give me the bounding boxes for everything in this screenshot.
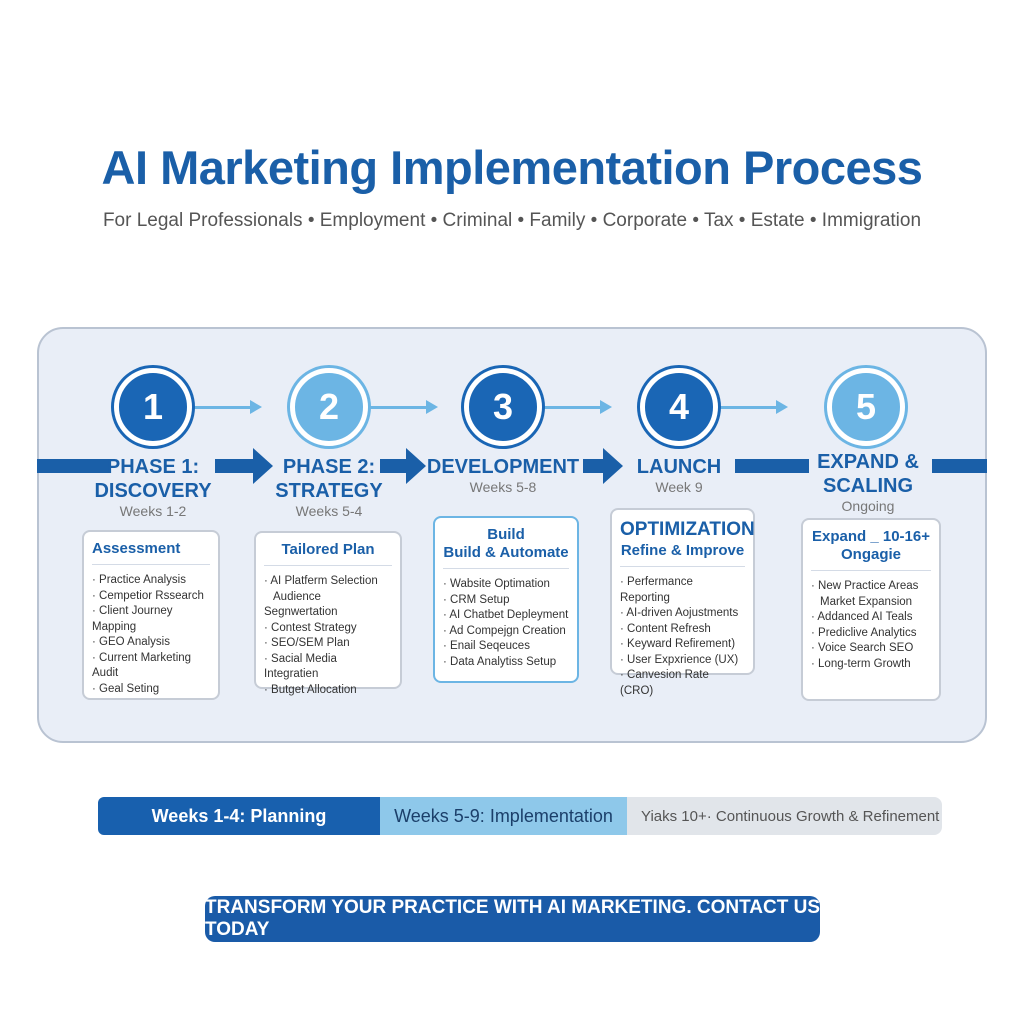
phase-weeks: Weeks 5-4 <box>295 503 363 519</box>
list-item: SEO/SEM Plan <box>264 636 392 652</box>
list-item: Data Analytiss Setup <box>443 655 569 671</box>
phase-5-number: 5 <box>827 368 905 446</box>
phase-title: DISCOVERY <box>94 480 212 502</box>
list-item: Long-term Growth <box>811 657 931 673</box>
list-item: Client Journey Mapping <box>92 604 210 635</box>
phase-title: STRATEGY <box>275 480 383 502</box>
list-item: Practice Analysis <box>92 573 210 589</box>
subtitle: For Legal Professionals • Employment • C… <box>102 210 922 231</box>
card-subtitle: Refine & Improve <box>620 542 745 559</box>
page-title: AI Marketing Implementation Process <box>101 141 923 194</box>
phase-5-card: Expand _ 10-16+Ongagie New Practice Area… <box>801 518 941 701</box>
card-subtitle: Build & Automate <box>443 544 569 561</box>
list-item: New Practice Areas <box>811 579 931 595</box>
card-title: Tailored Plan <box>264 541 392 566</box>
list-item: Keyward Refirement) <box>620 637 745 653</box>
list-item: Ad Compejgn Creation <box>443 624 569 640</box>
phase-3-heading: DEVELOPMENT Weeks 5-8 <box>413 455 593 495</box>
arrow-icon <box>600 400 612 414</box>
flow-band <box>380 459 408 473</box>
phase-2-card: Tailored Plan AI Platferm SelectionAudie… <box>254 531 402 696</box>
card-title: Expand _ 10-16+Ongagie <box>811 528 931 571</box>
list-item: Current Marketing Audit <box>92 651 210 682</box>
phase-title: DEVELOPMENT <box>426 456 580 478</box>
connector-line <box>368 406 426 409</box>
arrow-icon <box>776 400 788 414</box>
phase-1-number: 1 <box>114 368 192 446</box>
phase-2-number: 2 <box>290 368 368 446</box>
connector-line <box>718 406 776 409</box>
list-item: Butget Allocation <box>264 683 392 699</box>
list-item: Prediclive Analytics <box>811 626 931 642</box>
list-item: User Expxrience (UX) <box>620 653 745 669</box>
phase-title: PHASE 2: <box>282 456 376 478</box>
timeline-growth: Yiaks 10+· Continuous Growth & Refinemen… <box>627 797 942 835</box>
arrow-icon <box>426 400 438 414</box>
list-item: GEO Analysis <box>92 635 210 651</box>
flow-band <box>583 459 605 473</box>
arrow-icon <box>253 448 273 484</box>
card-title-line: Expand _ 10-16+ <box>812 528 930 545</box>
phase-1-card: Assessment Practice AnalysisCempetior Rs… <box>82 530 220 700</box>
connector-line <box>542 406 600 409</box>
list-item: CRM Setup <box>443 593 569 609</box>
list-item: Geal Seting <box>92 682 210 698</box>
phase-1-heading: PHASE 1: DISCOVERY Weeks 1-2 <box>63 455 243 519</box>
phase-4-heading: LAUNCH Week 9 <box>589 455 769 495</box>
list-item: Sacial Media Integratien <box>264 652 392 683</box>
arrow-icon <box>250 400 262 414</box>
list-item: Content Refresh <box>620 622 745 638</box>
phase-title: SCALING <box>823 475 913 497</box>
list-item: Audience Segnwertation <box>264 590 338 619</box>
list-item: Addanced AI Teals <box>811 610 931 626</box>
contact-cta-button[interactable]: TRANSFORM YOUR PRACTICE WITH AI MARKETIN… <box>205 896 821 942</box>
list-item: Wabsite Optimation <box>443 577 569 593</box>
phase-weeks: Weeks 1-2 <box>119 503 187 519</box>
phase-title: PHASE 1: <box>106 456 200 478</box>
flow-band <box>215 459 255 473</box>
phase-weeks: Weeks 5-8 <box>469 479 537 495</box>
phase-weeks: Ongoing <box>841 498 895 514</box>
list-item: AI-driven Aojustments <box>620 606 745 622</box>
list-item: AI Chatbet Depleyment <box>443 608 569 624</box>
card-subtitle: Ongagie <box>840 546 901 563</box>
arrow-icon <box>406 448 426 484</box>
list-item: AI Platferm Selection <box>264 574 392 590</box>
list-item: Contest Strategy <box>264 621 392 637</box>
card-title-line: OPTIMIZATION <box>620 519 755 540</box>
list-item: Cempetior Rssearch <box>92 589 210 605</box>
phase-weeks: Week 9 <box>655 479 703 495</box>
phase-4-number: 4 <box>640 368 718 446</box>
phase-4-card: OPTIMIZATION Refine & Improve Perfermance… <box>610 508 755 697</box>
flow-band <box>37 459 109 473</box>
card-title-line: Build <box>487 526 525 543</box>
list-item: Market Expansion <box>820 595 913 608</box>
flow-band <box>735 459 809 473</box>
timeline-planning: Weeks 1-4: Planning <box>98 797 380 835</box>
phase-3-number: 3 <box>464 368 542 446</box>
list-item: Canvesion Rate (CRO) <box>620 668 745 699</box>
list-item: Perfermance Reporting <box>620 575 745 606</box>
phase-2-heading: PHASE 2: STRATEGY Weeks 5-4 <box>239 455 419 519</box>
arrow-icon <box>603 448 623 484</box>
list-item: Enail Seqeuces <box>443 639 569 655</box>
flow-band <box>932 459 987 473</box>
card-title: Assessment <box>92 540 210 565</box>
phase-title: EXPAND & <box>817 451 919 473</box>
card-title: OPTIMIZATION Refine & Improve <box>620 518 755 567</box>
phase-5-heading: EXPAND & SCALING Ongoing <box>778 450 958 514</box>
connector-line <box>192 406 250 409</box>
timeline-implementation: Weeks 5-9: Implementation <box>380 797 627 835</box>
phase-title: LAUNCH <box>636 456 722 478</box>
list-item: Voice Search SEO <box>811 641 931 657</box>
